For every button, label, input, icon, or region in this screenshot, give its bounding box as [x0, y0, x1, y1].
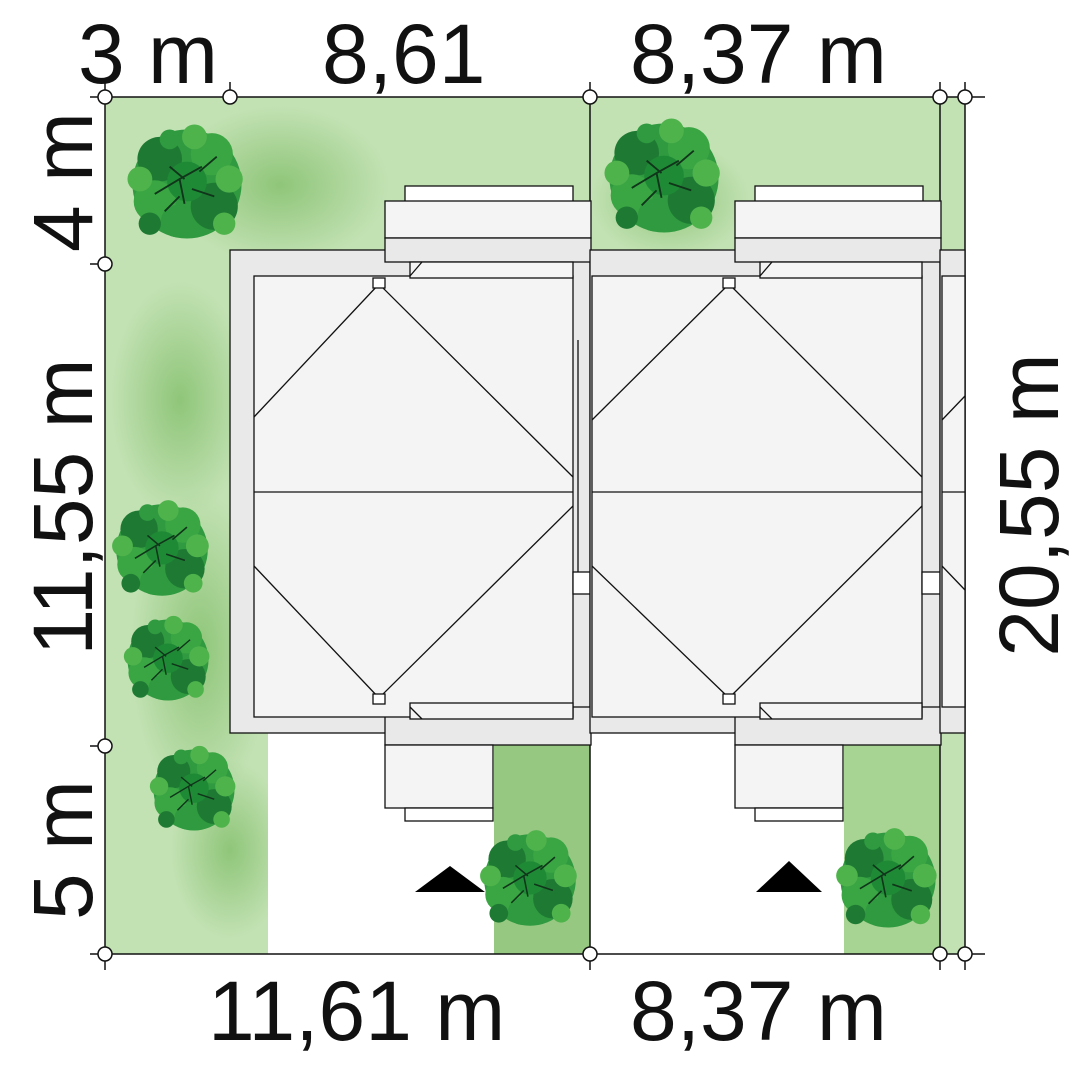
entrances: [415, 861, 822, 892]
rear-step: [754, 807, 844, 822]
lawn-shade: [110, 280, 250, 520]
circle-point-icon: [97, 946, 113, 962]
circle-point-icon: [932, 946, 948, 962]
front-canopy: [734, 200, 942, 239]
dim-left-top-depth: 4 m: [16, 112, 110, 252]
neighbour-building: [939, 249, 966, 734]
circle-point-icon: [97, 738, 113, 754]
roof-main: [253, 275, 574, 718]
dim-top-left-setback: 3 m: [78, 7, 218, 101]
front-step: [754, 185, 924, 203]
circle-point-icon: [582, 946, 598, 962]
roof-peak: [372, 277, 386, 289]
dim-bottom-left-width: 11,61 m: [208, 964, 505, 1058]
triangle-entrance-icon: [756, 861, 822, 892]
dimension-labels: 3 m 8,61 8,37 m 11,61 m 8,37 m 4 m 11,55…: [16, 7, 1076, 1058]
roof-peak: [722, 277, 736, 289]
roof-wing: [409, 702, 574, 720]
building-right: [589, 185, 942, 822]
circle-point-icon: [957, 89, 973, 105]
dim-right-total-depth: 20,55 m: [982, 353, 1076, 657]
roof-main: [591, 275, 923, 718]
circle-point-icon: [582, 89, 598, 105]
roof-peak: [372, 693, 386, 705]
dim-left-middle-depth: 11,55 m: [16, 358, 110, 655]
chimney: [572, 571, 591, 595]
rear-step: [404, 807, 494, 822]
circle-point-icon: [222, 89, 238, 105]
roof-rim-top: [384, 237, 592, 263]
dim-left-bottom-depth: 5 m: [16, 780, 110, 920]
front-canopy: [384, 200, 592, 239]
roof-rim-top: [734, 237, 942, 263]
circle-point-icon: [97, 256, 113, 272]
triangle-entrance-icon: [415, 866, 485, 892]
roof-wing: [759, 702, 923, 720]
garage-roof: [384, 744, 494, 809]
garage-roof: [734, 744, 844, 809]
front-step: [404, 185, 574, 203]
circle-point-icon: [957, 946, 973, 962]
roof-peak: [722, 693, 736, 705]
roof-wing: [409, 261, 574, 279]
dim-bottom-right-width: 8,37 m: [630, 964, 887, 1058]
roof-wing: [759, 261, 923, 279]
dim-top-right-width: 8,37 m: [630, 7, 887, 101]
circle-point-icon: [932, 89, 948, 105]
dim-top-left-width: 8,61: [322, 7, 486, 101]
chimney: [921, 571, 941, 595]
building-left: [229, 185, 592, 822]
